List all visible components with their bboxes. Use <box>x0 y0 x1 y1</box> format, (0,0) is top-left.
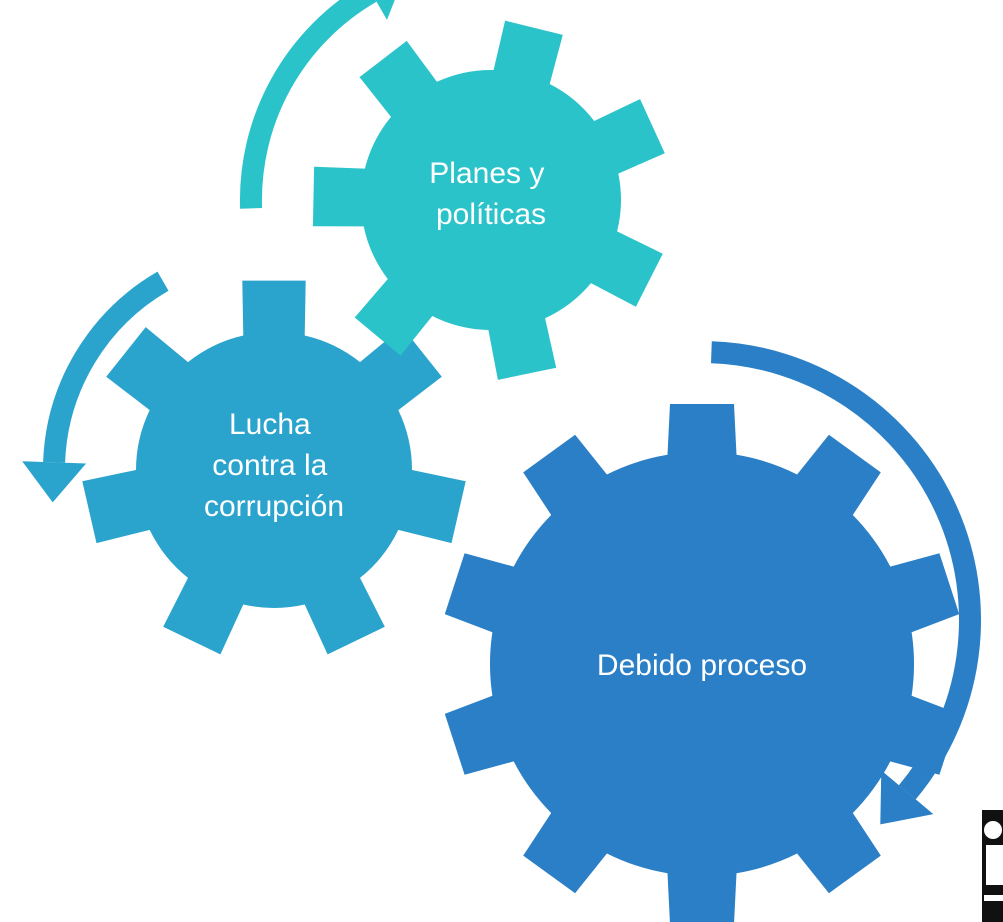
gear-debido-proceso <box>444 404 960 922</box>
arrow-top-curved <box>239 0 395 209</box>
logo-partial <box>982 810 1003 922</box>
gear-label-planes-y-politicas: Planes y políticas <box>429 157 552 231</box>
arrow-right-curved <box>711 341 981 825</box>
arrow-left-curved <box>22 271 169 503</box>
gear-planes-y-politicas <box>312 20 665 380</box>
gear-lucha-contra-la-corrupcion <box>82 280 466 655</box>
gear-label-lucha-contra-la-corrupcion: Lucha contra la corrupción <box>204 408 344 523</box>
gear-label-debido-proceso: Debido proceso <box>597 649 807 682</box>
